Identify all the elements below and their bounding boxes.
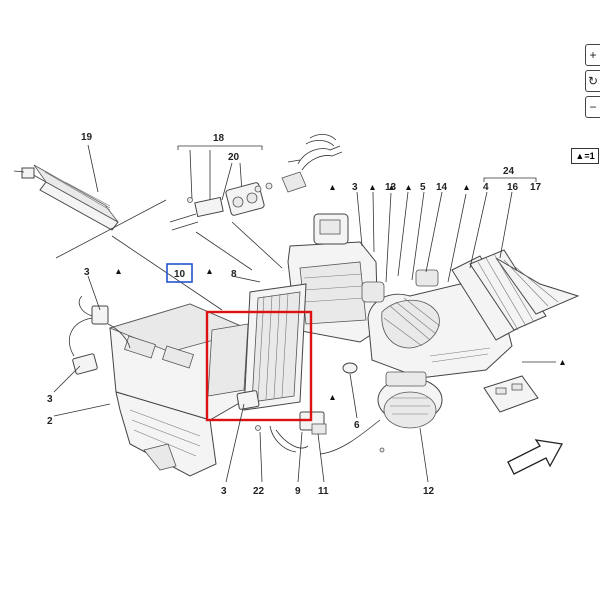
legend-badge: ▲=1 xyxy=(571,148,599,164)
selection-highlight-box xyxy=(205,310,313,422)
triangle-markers xyxy=(116,185,565,400)
callout-2[interactable]: 2 xyxy=(47,416,53,427)
callout-17[interactable]: 17 xyxy=(530,182,542,193)
callout-10-selected-box xyxy=(166,263,193,283)
callout-9[interactable]: 9 xyxy=(295,486,301,497)
rotate-button[interactable]: ↻ xyxy=(585,70,600,92)
callout-5[interactable]: 5 xyxy=(420,182,426,193)
callout-24[interactable]: 24 xyxy=(503,166,515,177)
callout-19[interactable]: 19 xyxy=(81,132,93,143)
callout-10[interactable]: 10 xyxy=(174,269,186,280)
callout-20[interactable]: 20 xyxy=(228,152,240,163)
callout-14[interactable]: 14 xyxy=(436,182,448,193)
callout-11[interactable]: 11 xyxy=(318,486,329,497)
blower-motor-part[interactable] xyxy=(319,371,443,455)
pollen-filter-part[interactable] xyxy=(451,249,580,341)
callout-16[interactable]: 16 xyxy=(507,182,519,193)
zoom-out-button[interactable]: − xyxy=(585,96,600,118)
zoom-in-button[interactable]: + xyxy=(585,44,600,66)
actuator-lower-part[interactable] xyxy=(72,353,98,375)
callout-3-top[interactable]: 3 xyxy=(352,182,358,193)
direction-arrow-icon xyxy=(507,439,564,475)
control-module-part[interactable] xyxy=(483,375,539,413)
callout-13[interactable]: 13 xyxy=(385,182,397,193)
callout-12[interactable]: 12 xyxy=(423,486,435,497)
callout-22[interactable]: 22 xyxy=(253,486,265,497)
callout-3-bottom[interactable]: 3 xyxy=(221,486,227,497)
actuator-upper-part[interactable] xyxy=(91,305,109,325)
callout-8[interactable]: 8 xyxy=(231,269,237,280)
callout-4[interactable]: 4 xyxy=(483,182,489,193)
expansion-valve-part[interactable] xyxy=(169,134,343,231)
grommet-part[interactable] xyxy=(342,362,358,374)
callout-18[interactable]: 18 xyxy=(213,133,225,144)
callout-3-left[interactable]: 3 xyxy=(84,267,90,278)
callout-6[interactable]: 6 xyxy=(354,420,360,431)
heater-core-part[interactable] xyxy=(13,164,119,231)
callout-3-lower-left[interactable]: 3 xyxy=(47,394,53,405)
evaporator-core-part[interactable] xyxy=(207,283,307,411)
